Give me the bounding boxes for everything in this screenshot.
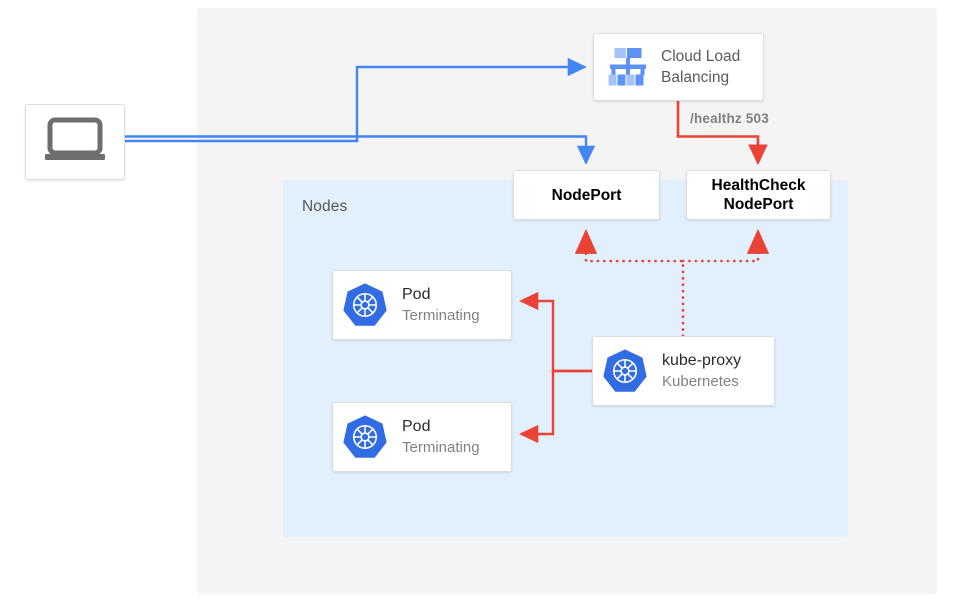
kube-proxy-title: kube-proxy — [662, 351, 742, 369]
pod-2-title: Pod — [402, 417, 431, 435]
kubernetes-icon — [342, 282, 388, 328]
pod-1-label: Pod Terminating — [402, 285, 480, 326]
kubernetes-icon — [602, 348, 648, 394]
cloud-load-balancing-node: Cloud Load Balancing — [593, 33, 764, 101]
pod-1-title: Pod — [402, 285, 431, 303]
pod-node-1: Pod Terminating — [332, 270, 512, 340]
laptop-icon — [44, 117, 106, 168]
healthcheck-nodeport-label-line1: HealthCheck — [711, 177, 806, 194]
cloud-load-balancing-label: Cloud Load Balancing — [661, 46, 740, 88]
healthcheck-nodeport-label: HealthCheck NodePort — [712, 176, 806, 214]
pod-node-2: Pod Terminating — [332, 402, 512, 472]
cloud-load-balancing-icon — [605, 45, 651, 89]
pod-1-status: Terminating — [402, 306, 480, 324]
client-node — [25, 104, 125, 180]
kube-proxy-subtitle: Kubernetes — [662, 372, 739, 390]
pod-2-status: Terminating — [402, 438, 480, 456]
nodes-region-label: Nodes — [302, 198, 348, 215]
healthz-edge-label: /healthz 503 — [690, 111, 769, 126]
cloud-load-balancing-title-line1: Cloud Load — [661, 48, 741, 65]
pod-2-label: Pod Terminating — [402, 417, 480, 458]
healthcheck-nodeport-node: HealthCheck NodePort — [686, 170, 831, 220]
kubernetes-icon — [342, 414, 388, 460]
kube-proxy-node: kube-proxy Kubernetes — [592, 336, 775, 406]
nodeport-node: NodePort — [513, 170, 660, 220]
healthcheck-nodeport-label-line2: NodePort — [723, 196, 794, 213]
cloud-load-balancing-title-line2: Balancing — [661, 69, 730, 86]
nodeport-label: NodePort — [551, 186, 622, 204]
kube-proxy-label: kube-proxy Kubernetes — [662, 351, 741, 392]
